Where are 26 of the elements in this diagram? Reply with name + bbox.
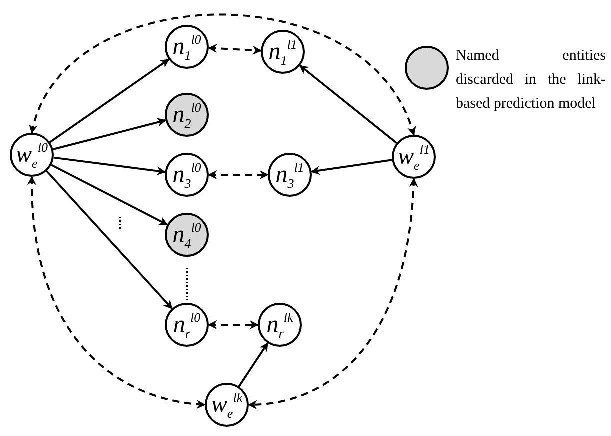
arrow — [30, 14, 415, 136]
entity-circle — [165, 303, 209, 347]
arrow — [49, 58, 170, 144]
arrow — [299, 64, 398, 144]
entity-circle — [10, 133, 54, 177]
arrow — [248, 178, 418, 409]
arrow — [208, 170, 269, 180]
entity-circle — [165, 153, 209, 197]
arrow — [46, 170, 173, 310]
entity-circle — [205, 383, 249, 427]
arrow — [51, 164, 168, 226]
entity-circle — [261, 30, 305, 74]
arrow — [208, 320, 259, 330]
arrow — [28, 176, 206, 409]
arrow — [238, 342, 269, 388]
entity-circle — [258, 303, 302, 347]
entity-circle — [165, 213, 209, 257]
entity-circle — [165, 93, 209, 137]
arrow — [54, 156, 166, 176]
entity-circle — [268, 153, 312, 197]
arrow — [310, 159, 392, 176]
legend-text: Named entities discarded in the link-based prediction model — [456, 47, 606, 114]
arrow — [208, 44, 262, 55]
entity-circle — [392, 135, 436, 179]
arrow — [53, 118, 167, 150]
entity-circle — [165, 25, 209, 69]
